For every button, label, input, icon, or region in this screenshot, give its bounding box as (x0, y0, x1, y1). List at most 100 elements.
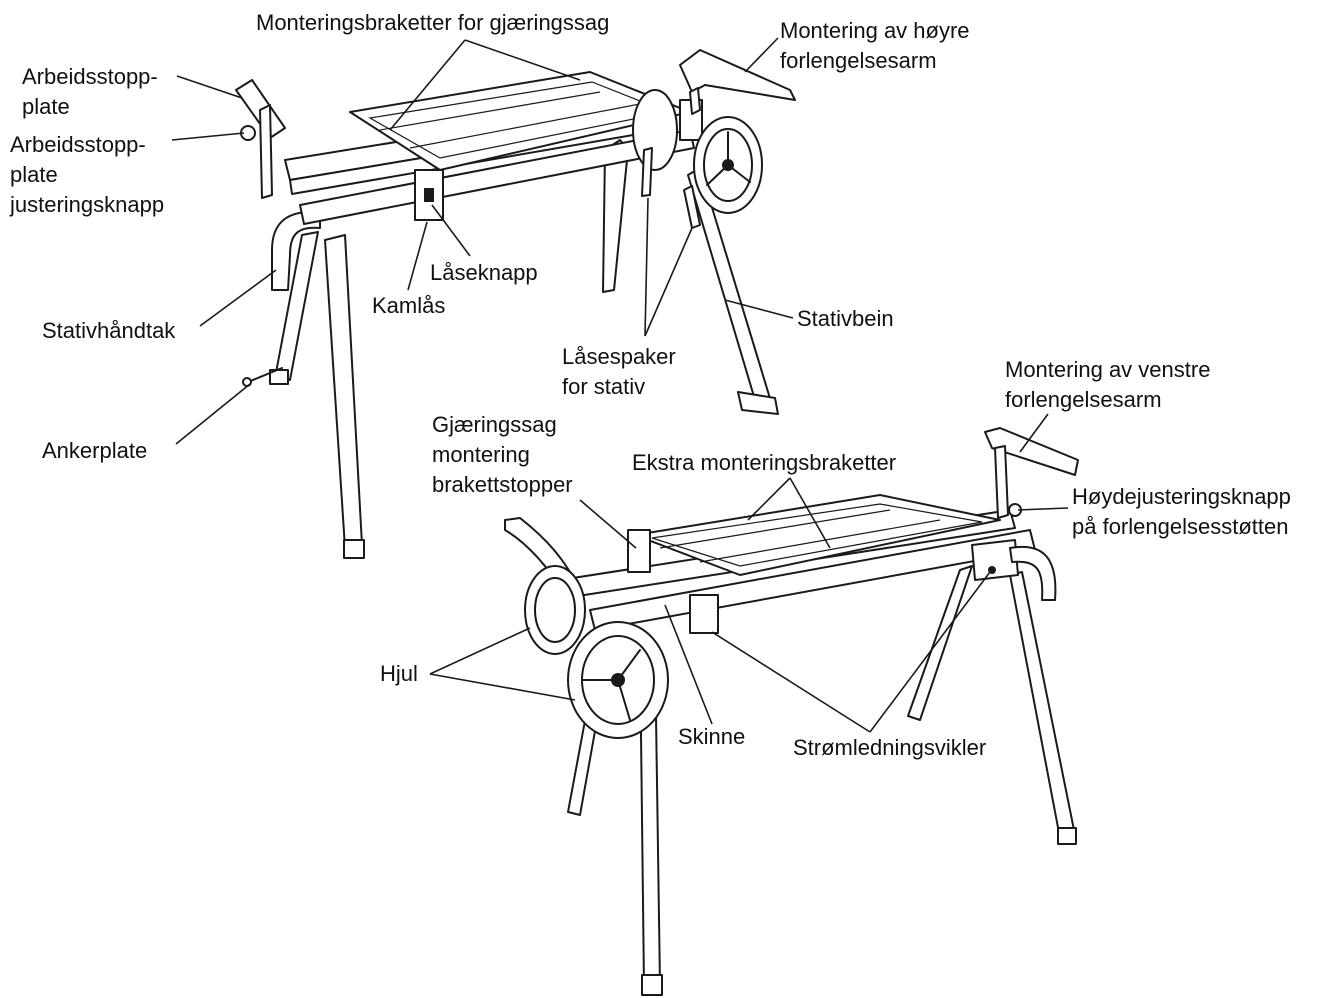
label-brakettstopper: Gjæringssag montering brakettstopper (432, 410, 573, 500)
bottom-left-extension-arm (984, 427, 1079, 476)
label-arbeidsstopp-knapp-line1: Arbeidsstopp- (10, 132, 146, 157)
leader-arbeidsstopp-knapp (171, 132, 245, 141)
label-stromledning: Strømledningsvikler (793, 733, 986, 763)
label-arbeidsstopp-knapp-line2: plate (10, 162, 58, 187)
top-bracket-slot-1 (379, 91, 601, 131)
bottom-wheel-back (524, 565, 586, 655)
top-right-extension-post (689, 87, 701, 115)
leader-stromledning-1 (711, 631, 871, 733)
bottom-stand (504, 427, 1079, 996)
leader-ekstra-1 (747, 477, 791, 521)
leader-stromledning-2 (869, 571, 991, 733)
leader-laseknapp (431, 204, 471, 257)
leader-brakettstopper (579, 499, 637, 549)
bottom-leg-right-back (907, 565, 973, 721)
label-brakettstopper-line2: montering (432, 442, 530, 467)
label-monteringsbraketter-text: Monteringsbraketter for gjæringssag (256, 10, 610, 35)
label-hjul-text: Hjul (380, 661, 418, 686)
label-arbeidsstopp-plate-line1: Arbeidsstopp- (22, 64, 158, 89)
leader-hjul-1 (429, 627, 531, 675)
label-hoydejustering: Høydejusteringsknapp på forlengelsesstøt… (1072, 482, 1291, 542)
top-rail-front (299, 129, 695, 225)
leader-monteringsbraketter-2 (464, 39, 581, 81)
label-ekstra-braketter-text: Ekstra monteringsbraketter (632, 450, 897, 475)
leader-venstre-arm (1019, 413, 1049, 453)
leader-hoydejustering (1017, 507, 1069, 511)
leader-kamlas (407, 221, 428, 291)
bottom-bracket-slot-1 (659, 509, 891, 549)
label-ankerplate-text: Ankerplate (42, 438, 148, 463)
bottom-left-extension-post (994, 445, 1009, 519)
leader-ankerplate (175, 383, 251, 445)
top-anchor-plate (247, 367, 283, 383)
label-arbeidsstopp-knapp: Arbeidsstopp- plate justeringsknapp (10, 130, 164, 220)
leader-arbeidsstopp-plate (176, 75, 243, 99)
label-hoydejustering-line1: Høydejusteringsknapp (1072, 484, 1291, 509)
label-hoyre-arm-line2: forlengelsesarm (780, 48, 937, 73)
bottom-leg-right-foot (1057, 827, 1077, 845)
label-stativbein-text: Stativbein (797, 306, 894, 331)
top-stand (235, 49, 796, 559)
top-lock-lever-1 (641, 147, 653, 197)
leader-stativhandtak (199, 269, 277, 327)
top-work-stop-post (259, 104, 273, 199)
label-ankerplate: Ankerplate (42, 436, 147, 466)
label-brakettstopper-line3: brakettstopper (432, 472, 573, 497)
leader-monteringsbraketter-1 (389, 39, 466, 131)
top-carry-handle (271, 210, 321, 291)
label-laseknapp-text: Låseknapp (430, 260, 538, 285)
top-cam-lock (414, 169, 444, 221)
label-kamlas: Kamlås (372, 291, 445, 321)
leader-skinne (664, 604, 713, 725)
label-stativhandtak: Stativhåndtak (42, 316, 175, 346)
label-venstre-arm: Montering av venstre forlengelsesarm (1005, 355, 1210, 415)
bottom-wheel-front (567, 621, 669, 739)
label-ekstra-braketter: Ekstra monteringsbraketter (632, 448, 896, 478)
label-hoydejustering-line2: på forlengelsesstøtten (1072, 514, 1289, 539)
label-arbeidsstopp-plate: Arbeidsstopp- plate (22, 62, 158, 122)
leader-lines (171, 37, 1069, 733)
label-lasespaker-line1: Låsespaker (562, 344, 676, 369)
top-back-leg-left (602, 139, 629, 293)
label-stromledning-text: Strømledningsvikler (793, 735, 987, 760)
label-stativbein: Stativbein (797, 304, 894, 334)
top-bracket-slot-2 (409, 103, 641, 149)
label-skinne: Skinne (678, 722, 745, 752)
label-hoyre-arm-line1: Montering av høyre (780, 18, 970, 43)
label-lasespaker-line2: for stativ (562, 374, 646, 399)
bottom-leg-left-foot (641, 974, 663, 996)
label-laseknapp: Låseknapp (430, 258, 538, 288)
leader-hjul-2 (429, 673, 576, 701)
top-lock-lever-2 (683, 185, 701, 229)
bottom-bracket-slot-2 (699, 519, 941, 563)
leader-hoyre-arm (744, 37, 779, 73)
bottom-carry-handle (1009, 545, 1057, 601)
label-venstre-arm-line2: forlengelsesarm (1005, 387, 1162, 412)
label-kamlas-text: Kamlås (372, 293, 446, 318)
top-wheel-front (693, 116, 763, 214)
leader-ekstra-2 (789, 477, 831, 549)
label-hoyre-arm: Montering av høyre forlengelsesarm (780, 16, 970, 76)
label-brakettstopper-line1: Gjæringssag (432, 412, 557, 437)
leader-lasespaker-1 (644, 197, 649, 337)
label-hjul: Hjul (380, 659, 418, 689)
bottom-cord-wrap (971, 539, 1019, 581)
leader-stativbein (724, 299, 794, 319)
top-wheel-back (632, 89, 678, 171)
bottom-leg-right-front (1009, 571, 1076, 839)
label-venstre-arm-line1: Montering av venstre (1005, 357, 1211, 382)
bottom-bracket-stop (627, 529, 651, 573)
label-lasespaker: Låsespaker for stativ (562, 342, 676, 402)
top-lock-knob (424, 188, 434, 202)
label-monteringsbraketter: Monteringsbraketter for gjæringssag (256, 8, 609, 38)
bottom-extra-bracket-inner (651, 503, 983, 567)
label-stativhandtak-text: Stativhåndtak (42, 318, 176, 343)
top-foot-right (737, 391, 779, 415)
top-front-leg-foot (343, 539, 365, 559)
top-left-leg (274, 231, 319, 381)
leader-lasespaker-2 (644, 227, 693, 337)
bottom-rail-end (689, 594, 719, 634)
label-arbeidsstopp-knapp-line3: justeringsknapp (10, 192, 165, 217)
